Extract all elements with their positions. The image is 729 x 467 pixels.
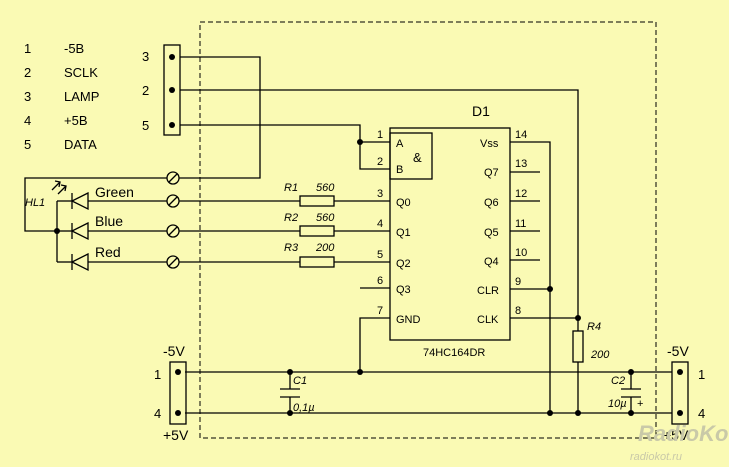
pin-num-2: 2 bbox=[377, 156, 383, 168]
wire-led-common bbox=[24, 177, 167, 232]
c1-ref: C1 bbox=[293, 375, 307, 387]
r1-value: 560 bbox=[316, 182, 335, 194]
chip-part: 74HC164DR bbox=[423, 347, 485, 359]
pin-name-clk: CLK bbox=[477, 314, 499, 326]
pin-num-11: 11 bbox=[515, 218, 526, 230]
wire-gnd bbox=[359, 317, 390, 372]
r4-ref: R4 bbox=[587, 321, 601, 333]
watermark-url: radiokot.ru bbox=[630, 451, 682, 463]
r3-value: 200 bbox=[315, 242, 335, 254]
resistor-r3 bbox=[299, 256, 335, 268]
pin-num-8: 8 bbox=[515, 305, 521, 317]
capacitor-c1 bbox=[280, 372, 300, 413]
right-power-bottom-label: +5V bbox=[663, 427, 689, 443]
led-light-arrow bbox=[51, 180, 61, 191]
r2-value: 560 bbox=[316, 212, 335, 224]
led-blue-diode bbox=[57, 221, 167, 241]
pin-num-5: 5 bbox=[377, 249, 383, 261]
pin-name-clr: CLR bbox=[477, 285, 499, 297]
c2-ref: C2 bbox=[611, 375, 625, 387]
c2-polarity: + bbox=[637, 398, 643, 410]
pin-name-a: A bbox=[396, 138, 404, 150]
capacitor-c2 bbox=[621, 372, 641, 413]
left-power-pin-1: 1 bbox=[154, 367, 161, 382]
top-connector: 3 2 5 bbox=[142, 44, 181, 136]
pin-name-q0: Q0 bbox=[396, 197, 411, 209]
led-light-arrow-2 bbox=[57, 184, 67, 195]
left-power-pin-4: 4 bbox=[154, 406, 161, 421]
pin-num-10: 10 bbox=[515, 247, 527, 259]
resistor-r1 bbox=[299, 195, 335, 207]
legend-num-5: 5 bbox=[24, 137, 31, 152]
left-power-bottom-label: +5V bbox=[163, 427, 189, 443]
c1-value: 0,1µ bbox=[293, 402, 315, 414]
chip-ref: D1 bbox=[472, 103, 490, 119]
legend-label-3: LAMP bbox=[64, 89, 99, 104]
legend-label-4: +5B bbox=[64, 113, 88, 128]
wire-sclk bbox=[180, 89, 579, 318]
chip-d1: & D1 74HC164DR A B Q0 Q1 Q2 Q3 GND 1 2 3… bbox=[377, 103, 527, 359]
pin-name-b: B bbox=[396, 164, 403, 176]
pin-num-4: 4 bbox=[377, 218, 383, 230]
right-power-pin-4: 4 bbox=[698, 406, 705, 421]
wire-data bbox=[180, 124, 390, 143]
pin-name-q6: Q6 bbox=[484, 197, 499, 209]
wire-ab-bridge bbox=[359, 142, 390, 170]
pin-num-14: 14 bbox=[515, 129, 527, 141]
led-red-diode bbox=[57, 252, 167, 272]
legend-num-4: 4 bbox=[24, 113, 31, 128]
legend-num-2: 2 bbox=[24, 65, 31, 80]
wire-lamp bbox=[179, 56, 261, 179]
pin-num-6: 6 bbox=[377, 275, 383, 287]
left-power-top-label: -5V bbox=[163, 343, 185, 359]
pin-name-q1: Q1 bbox=[396, 227, 411, 239]
wire-vss bbox=[510, 141, 551, 413]
right-power-connector bbox=[671, 361, 689, 425]
legend-label-5: DATA bbox=[64, 137, 97, 152]
r1-ref: R1 bbox=[284, 182, 298, 194]
pin-num-7: 7 bbox=[377, 305, 383, 317]
pin-name-q2: Q2 bbox=[396, 258, 411, 270]
resistor-r2 bbox=[299, 225, 335, 237]
led-green-diode bbox=[57, 191, 167, 211]
wire-q4-q7-stubs bbox=[510, 171, 540, 261]
pin-name-q4: Q4 bbox=[484, 256, 499, 268]
watermark-logo: RadioKot bbox=[638, 421, 729, 446]
pin-num-13: 13 bbox=[515, 158, 527, 170]
pin-name-vss: Vss bbox=[480, 138, 499, 150]
legend-label-1: -5B bbox=[64, 41, 84, 56]
legend-num-1: 1 bbox=[24, 41, 31, 56]
left-power-connector bbox=[169, 361, 187, 425]
gate-symbol: & bbox=[413, 150, 422, 165]
legend-num-3: 3 bbox=[24, 89, 31, 104]
r3-ref: R3 bbox=[284, 242, 299, 254]
top-connector-pin-2: 2 bbox=[142, 83, 149, 98]
resistor-r4 bbox=[572, 330, 584, 363]
pin-name-q7: Q7 bbox=[484, 167, 499, 179]
pin-num-12: 12 bbox=[515, 188, 527, 200]
pin-num-1: 1 bbox=[377, 129, 383, 141]
led-label-blue: Blue bbox=[95, 213, 123, 229]
c2-value: 10µ bbox=[608, 398, 627, 410]
board-outline bbox=[199, 21, 657, 439]
right-power-pin-1: 1 bbox=[698, 367, 705, 382]
top-connector-pin-5: 5 bbox=[142, 118, 149, 133]
pin-name-gnd: GND bbox=[396, 314, 421, 326]
pin-num-3: 3 bbox=[377, 188, 383, 200]
led-label-red: Red bbox=[95, 244, 121, 260]
led-ref: HL1 bbox=[25, 197, 45, 209]
top-connector-pin-3: 3 bbox=[142, 49, 149, 64]
led-terminals bbox=[166, 171, 180, 269]
r4-value: 200 bbox=[590, 349, 610, 361]
right-power-top-label: -5V bbox=[667, 343, 689, 359]
pin-name-q3: Q3 bbox=[396, 284, 411, 296]
pin-name-q5: Q5 bbox=[484, 227, 499, 239]
r2-ref: R2 bbox=[284, 212, 298, 224]
pin-legend: 1 -5B 2 SCLK 3 LAMP 4 +5B 5 DATA bbox=[24, 41, 99, 152]
led-label-green: Green bbox=[95, 184, 134, 200]
pin-num-9: 9 bbox=[515, 276, 521, 288]
legend-label-2: SCLK bbox=[64, 65, 98, 80]
